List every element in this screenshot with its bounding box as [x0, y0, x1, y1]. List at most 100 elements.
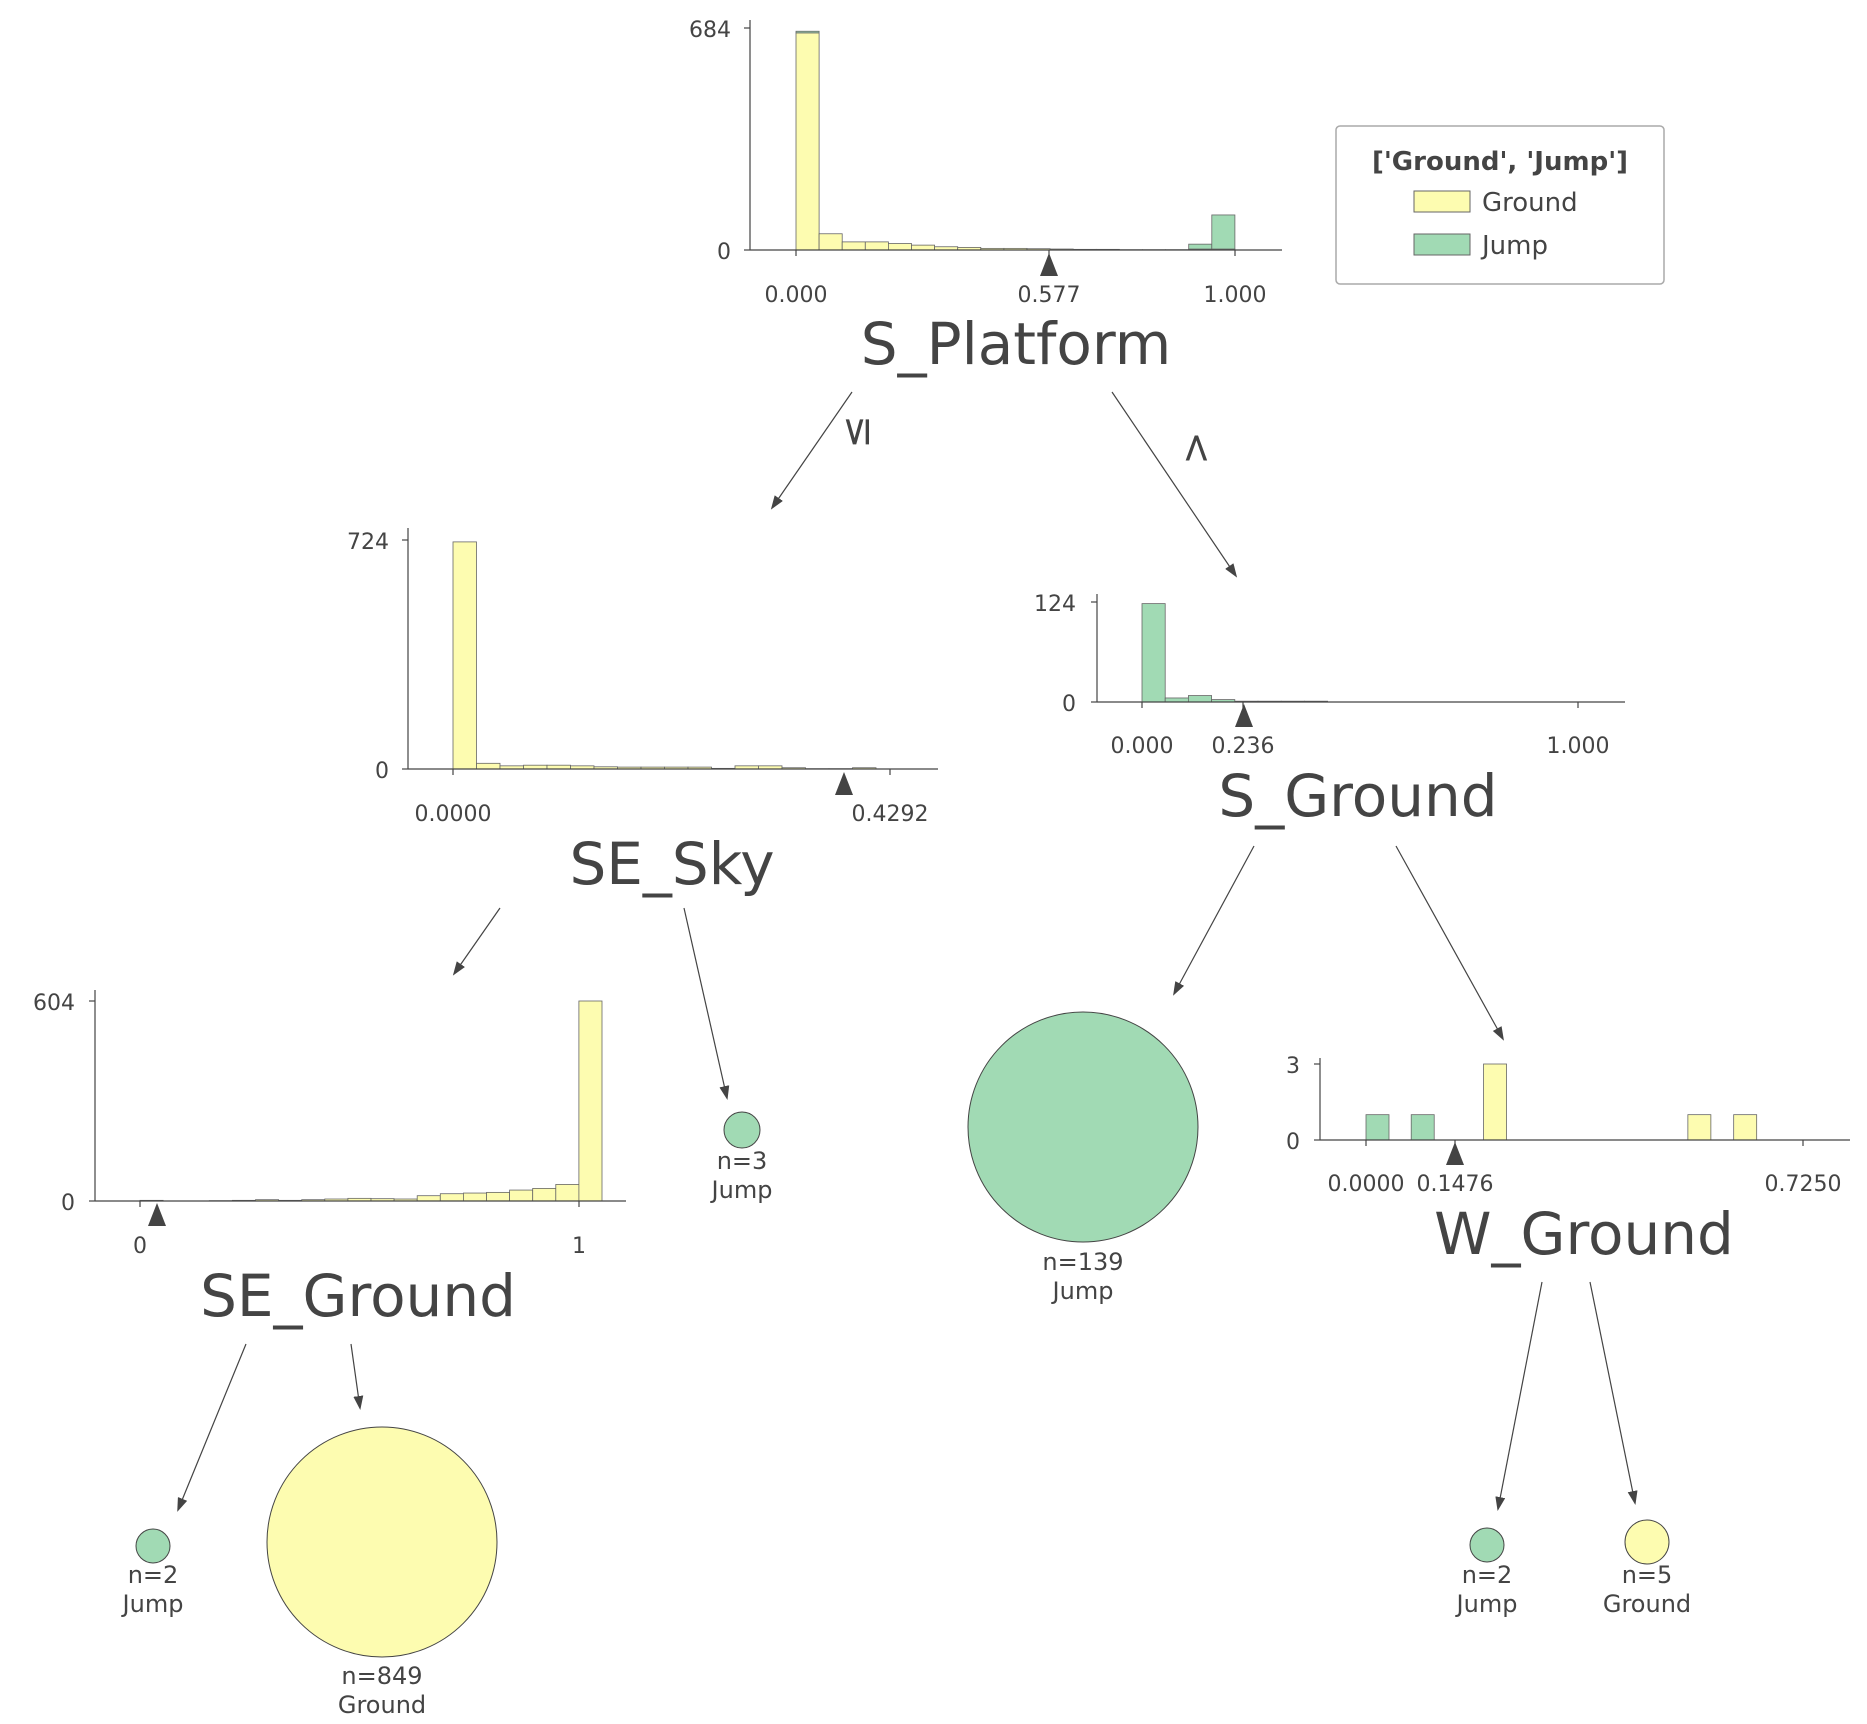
bar-s-platform-ground-3: [864, 241, 889, 251]
split-marker-s-platform: [1040, 253, 1058, 276]
leaf-circle-se-ground-right: [266, 1426, 498, 1658]
edge-label-le: ≤: [833, 415, 879, 449]
feature-label-s-ground: S_Ground: [1218, 762, 1497, 830]
histogram-se-ground: [139, 1000, 603, 1202]
x-tick-label-w-ground-0: 0.0000: [1328, 1172, 1405, 1197]
leaf-w-ground-right: n=5 Ground: [1603, 1519, 1691, 1618]
bar-s-platform-ground-5: [911, 244, 936, 251]
split-marker-se-sky: [835, 772, 853, 795]
leaf-w-ground-left: n=2 Jump: [1455, 1527, 1518, 1618]
bar-se-ground-ground-14: [462, 1192, 487, 1202]
split-marker-s-ground: [1235, 704, 1253, 727]
edge-s-platform-right: [1111, 391, 1238, 578]
feature-label-se-ground: SE_Ground: [200, 1262, 516, 1330]
edge-s-platform-left: [770, 391, 853, 510]
bar-se-sky-ground-1: [476, 762, 501, 770]
y-tick-label-w-ground-zero: 0: [1286, 1130, 1300, 1155]
bar-w-ground-0: [1365, 1114, 1390, 1141]
legend-title: ['Ground', 'Jump']: [1372, 147, 1628, 177]
leaf-count-se-ground-left: n=2: [128, 1561, 179, 1589]
leaf-s-ground-left: n=139 Jump: [967, 1011, 1199, 1305]
x-tick-label-se-sky-1: 0.4292: [852, 802, 929, 827]
leaf-se-sky-right: n=3 Jump: [710, 1111, 773, 1204]
bar-s-platform-ground-2: [841, 241, 866, 251]
leaf-circle-se-ground-left: [135, 1528, 171, 1564]
x-tick-label-s-platform-0: 0.000: [765, 283, 828, 308]
feature-label-w-ground: W_Ground: [1434, 1200, 1734, 1268]
bar-w-ground-4: [1733, 1114, 1758, 1141]
edge-se-ground-right: [350, 1343, 364, 1410]
legend-label-jump: Jump: [1480, 231, 1548, 261]
bar-s-ground-jump-1: [1164, 697, 1189, 703]
legend-label-ground: Ground: [1482, 188, 1578, 218]
bar-w-ground-3: [1687, 1114, 1712, 1141]
bar-s-platform-ground-4: [888, 243, 912, 251]
x-tick-label-s-ground-2: 1.000: [1547, 734, 1610, 759]
node-s-platform: 684 0 0.000 0.577 1.000 S_Platform: [689, 18, 1282, 378]
leaf-count-se-sky-right: n=3: [717, 1147, 768, 1175]
legend-swatch-jump: [1413, 233, 1471, 256]
bar-se-ground-ground-17: [532, 1188, 557, 1202]
x-tick-label-w-ground-2: 0.7250: [1765, 1172, 1842, 1197]
bar-se-ground-ground-18: [555, 1184, 580, 1202]
leaf-count-se-ground-right: n=849: [341, 1662, 422, 1690]
bar-s-platform-jump-17: [1188, 243, 1213, 250]
bar-w-ground-2: [1483, 1063, 1507, 1141]
split-marker-se-ground: [148, 1203, 166, 1226]
y-tick-label-s-ground-max: 124: [1034, 592, 1076, 617]
y-tick-label-se-ground-zero: 0: [61, 1191, 75, 1216]
histogram-s-platform: [795, 30, 1236, 251]
bar-s-platform-ground-1: [818, 233, 843, 251]
x-tick-label-se-ground-0: 0: [133, 1234, 147, 1259]
y-tick-label-s-platform-max: 684: [689, 18, 731, 43]
bar-s-platform-jump-18: [1211, 214, 1236, 250]
x-tick-label-s-ground-0: 0.000: [1111, 734, 1174, 759]
edge-se-sky-left: [452, 907, 501, 976]
bar-w-ground-1: [1410, 1114, 1435, 1141]
edge-se-ground-left: [177, 1343, 247, 1512]
leaf-circle-w-ground-left: [1469, 1527, 1505, 1563]
node-w-ground: 3 0 0.0000 0.1476 0.7250 W_Ground: [1286, 1054, 1850, 1268]
leaf-se-ground-right: n=849 Ground: [266, 1426, 498, 1719]
leaf-class-se-ground-right: Ground: [338, 1691, 426, 1719]
histogram-w-ground: [1365, 1063, 1758, 1141]
bar-se-ground-ground-12: [416, 1195, 441, 1202]
bar-s-ground-jump-0: [1141, 603, 1166, 703]
y-tick-label-se-sky-max: 724: [347, 530, 389, 555]
bar-se-ground-ground-16: [509, 1189, 534, 1202]
y-tick-label-w-ground-max: 3: [1286, 1054, 1300, 1079]
x-tick-label-se-sky-0: 0.0000: [415, 802, 492, 827]
leaf-circle-se-sky-right: [723, 1111, 761, 1149]
leaf-class-se-sky-right: Jump: [710, 1176, 773, 1204]
y-tick-label-s-ground-zero: 0: [1062, 692, 1076, 717]
y-tick-label-se-sky-zero: 0: [375, 759, 389, 784]
x-tick-label-se-ground-1: 1: [572, 1234, 586, 1259]
edge-s-ground-left: [1173, 845, 1255, 996]
leaf-class-w-ground-right: Ground: [1603, 1590, 1691, 1618]
split-marker-w-ground: [1446, 1142, 1464, 1165]
edge-se-sky-right: [683, 907, 730, 1100]
y-tick-label-s-platform-zero: 0: [717, 240, 731, 265]
leaf-count-s-ground-left: n=139: [1042, 1248, 1123, 1276]
leaf-class-w-ground-left: Jump: [1455, 1590, 1518, 1618]
bar-se-sky-ground-0: [452, 541, 477, 770]
bar-se-ground-ground-13: [439, 1193, 464, 1202]
bar-s-ground-jump-2: [1188, 695, 1213, 703]
leaf-class-se-ground-left: Jump: [121, 1590, 184, 1618]
x-tick-label-s-ground-1: 0.236: [1212, 734, 1275, 759]
y-tick-label-se-ground-max: 604: [33, 991, 75, 1016]
leaf-circle-s-ground-left: [967, 1011, 1199, 1243]
leaf-class-s-ground-left: Jump: [1051, 1277, 1114, 1305]
edge-w-ground-left: [1495, 1281, 1543, 1511]
feature-label-s-platform: S_Platform: [861, 310, 1171, 378]
node-se-sky: 724 0 0.0000 0.4292 SE_Sky: [347, 528, 938, 898]
bar-se-ground-ground-19: [578, 1000, 603, 1202]
leaf-count-w-ground-left: n=2: [1462, 1561, 1513, 1589]
legend: ['Ground', 'Jump'] Ground Jump: [1335, 125, 1665, 285]
leaf-circle-w-ground-right: [1624, 1519, 1670, 1565]
bar-s-platform-jump-0: [795, 30, 820, 34]
x-tick-label-s-platform-2: 1.000: [1204, 283, 1267, 308]
legend-swatch-ground: [1413, 190, 1471, 213]
edge-w-ground-right: [1589, 1281, 1638, 1505]
histogram-s-ground: [1141, 603, 1329, 703]
